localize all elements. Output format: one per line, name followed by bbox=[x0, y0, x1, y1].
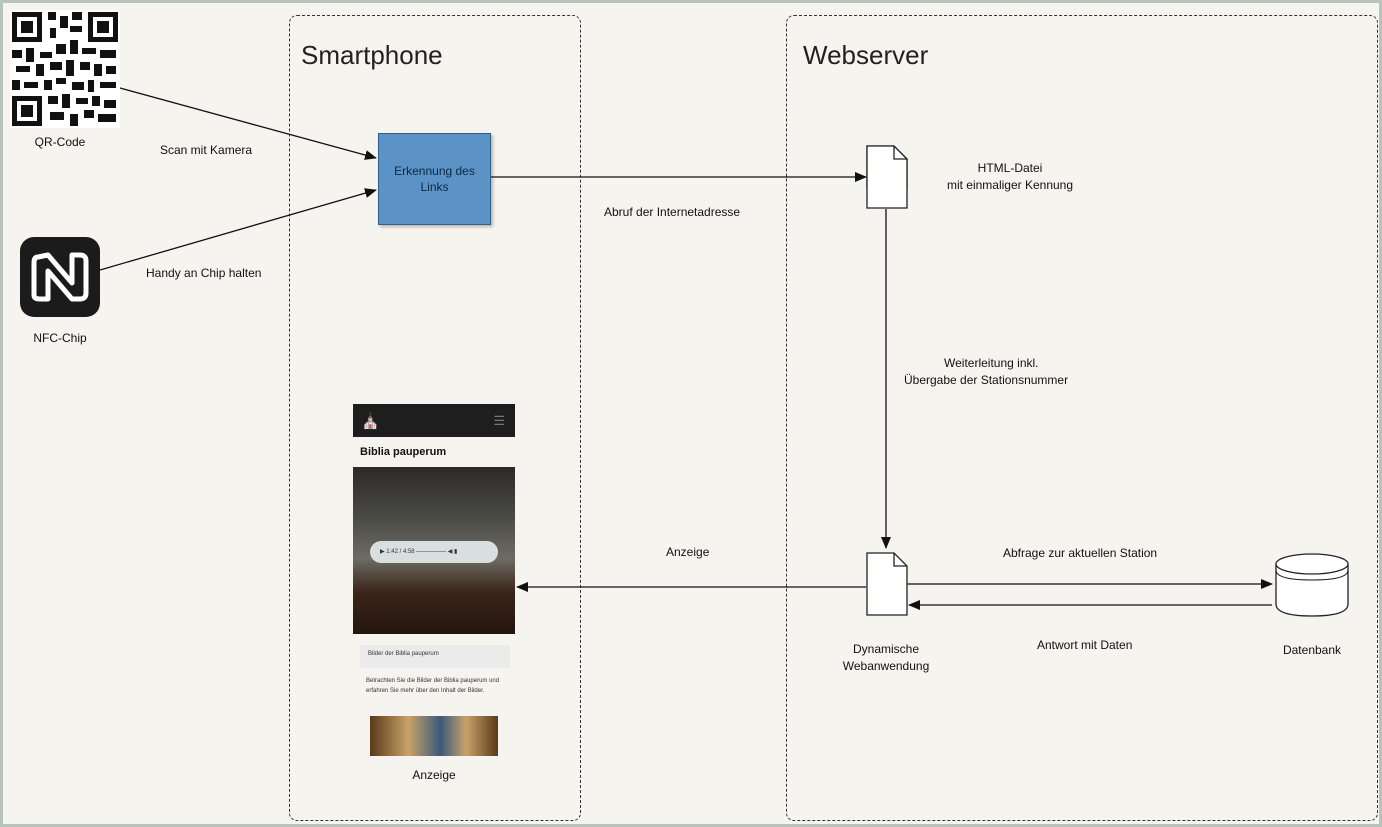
menu-icon: ☰ bbox=[493, 413, 505, 428]
phone-thumbnail bbox=[370, 716, 498, 756]
edge-scan bbox=[119, 87, 377, 160]
audio-player: ▶ 1:42 / 4:58 ─────── ◀ ▮ bbox=[370, 541, 498, 563]
edge-label-weiterleitung-1: Weiterleitung inkl. bbox=[944, 356, 1039, 370]
lane-title-smartphone: Smartphone bbox=[301, 40, 443, 70]
nfc-chip-label: NFC-Chip bbox=[33, 331, 87, 345]
webapp-label-2: Webanwendung bbox=[842, 659, 930, 673]
datenbank-label: Datenbank bbox=[1282, 643, 1342, 657]
edge-label-anzeige: Anzeige bbox=[666, 545, 710, 559]
edge-label-scan: Scan mit Kamera bbox=[160, 143, 253, 157]
edge-handy bbox=[99, 188, 377, 271]
webapp-label-1: Dynamische bbox=[852, 642, 920, 656]
edge-label-handy: Handy an Chip halten bbox=[146, 266, 262, 280]
qr-code-icon bbox=[10, 10, 120, 128]
lane-webserver bbox=[786, 15, 1378, 821]
erkennung-des-links-box: Erkennung des Links bbox=[378, 133, 491, 225]
lane-smartphone bbox=[289, 15, 581, 821]
phone-site-title: Biblia pauperum bbox=[360, 446, 447, 458]
player-time: 1:42 / 4:58 bbox=[386, 549, 415, 555]
qr-code-label: QR-Code bbox=[34, 135, 86, 149]
phone-card: Bilder der Biblia pauperum bbox=[360, 645, 510, 668]
edge-label-abfrage: Abfrage zur aktuellen Station bbox=[1003, 546, 1158, 560]
edge-label-abruf: Abruf der Internetadresse bbox=[604, 205, 741, 219]
phone-card-title: Bilder der Biblia pauperum bbox=[368, 651, 439, 657]
app-logo-icon: ⛪ bbox=[361, 413, 380, 430]
erkennung-label: Erkennung des Links bbox=[394, 164, 475, 194]
html-document-shape bbox=[866, 145, 908, 209]
edge-label-antwort: Antwort mit Daten bbox=[1037, 638, 1133, 652]
anzeige-phone-label: Anzeige bbox=[412, 768, 456, 782]
phone-app-bar: ⛪ ☰ bbox=[353, 404, 515, 437]
nfc-chip-icon bbox=[20, 237, 100, 317]
html-datei-label-1: HTML-Datei bbox=[977, 161, 1043, 175]
phone-body-text: Betrachten Sie die Bilder der Biblia pau… bbox=[366, 678, 500, 694]
webapp-document-icon bbox=[866, 552, 908, 616]
edge-label-weiterleitung-2: Übergabe der Stationsnummer bbox=[904, 373, 1069, 387]
database-icon bbox=[1275, 553, 1349, 617]
html-datei-label-2: mit einmaliger Kennung bbox=[946, 178, 1074, 192]
lane-title-webserver: Webserver bbox=[803, 40, 929, 70]
